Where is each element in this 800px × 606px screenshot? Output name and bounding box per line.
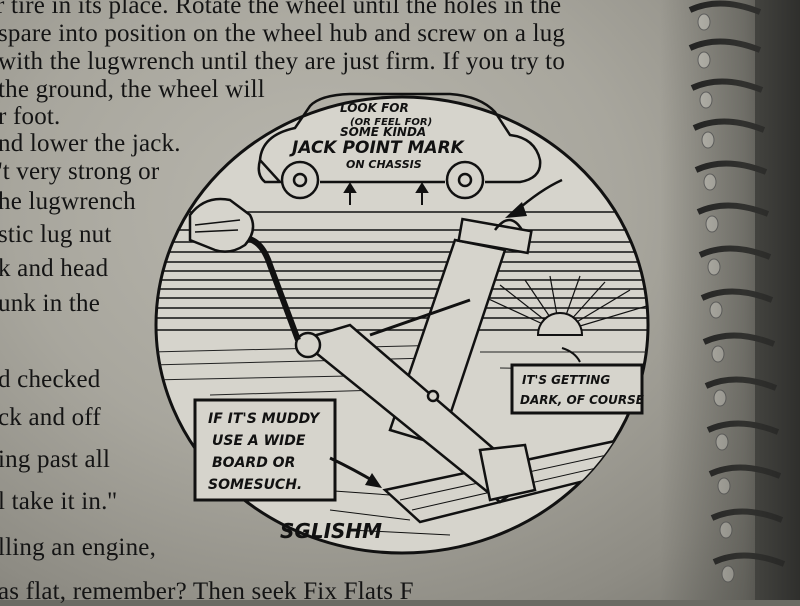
text-line: stic lug nut xyxy=(0,221,112,248)
text-line: lling an engine, xyxy=(0,534,157,561)
dark-line2: DARK, OF COURSE xyxy=(520,393,645,407)
text-line: nd lower the jack. xyxy=(0,130,181,157)
text-line: r foot. xyxy=(0,103,61,130)
dark-line1: IT'S GETTING xyxy=(522,373,610,387)
text-line: he lugwrench xyxy=(0,188,136,215)
car-label-line3: SOME KINDA xyxy=(340,125,426,139)
jack-point-arrows xyxy=(343,182,429,205)
text-line: d checked xyxy=(0,366,101,393)
hand-drawing xyxy=(188,197,255,253)
muddy-line4: SOMESUCH. xyxy=(208,477,302,493)
text-line: as flat, remember? Then seek Fix Flats F xyxy=(0,578,414,605)
text-line: k and head xyxy=(0,255,109,282)
dark-note-box xyxy=(510,363,644,415)
car-label-line2: (OR FEEL FOR) xyxy=(350,117,432,128)
car-label-line4: JACK POINT MARK xyxy=(289,138,466,158)
text-line: ing past all xyxy=(0,446,111,473)
dark-arrow xyxy=(561,347,581,363)
muddy-line2: USE A WIDE xyxy=(212,433,306,449)
text-line: spare into position on the wheel hub and… xyxy=(0,20,566,47)
sun xyxy=(536,312,584,336)
jack-illustration: LOOK FOR (OR FEEL FOR) SOME KINDA JACK P… xyxy=(154,92,650,555)
text-line: l take it in.'' xyxy=(0,488,117,515)
illustrator-signature: SGLISHM xyxy=(280,519,382,543)
text-line: 't very strong or xyxy=(0,158,160,185)
muddy-line1: IF IT'S MUDDY xyxy=(208,411,321,427)
page-shadow xyxy=(660,0,800,600)
text-line: the ground, the wheel will xyxy=(0,76,265,103)
text-line: ck and off xyxy=(0,404,101,431)
muddy-line3: BOARD OR xyxy=(212,455,295,471)
text-line: r tire in its place. Rotate the wheel un… xyxy=(0,0,562,19)
muddy-note-box xyxy=(193,398,337,502)
car-drawing xyxy=(257,92,542,200)
text-line: unk in the xyxy=(0,290,100,317)
car-label-line5: ON CHASSIS xyxy=(346,158,422,171)
car-label-line1: LOOK FOR xyxy=(340,101,409,115)
text-line: with the lugwrench until they are just f… xyxy=(0,48,566,75)
scissor-jack xyxy=(294,217,537,504)
